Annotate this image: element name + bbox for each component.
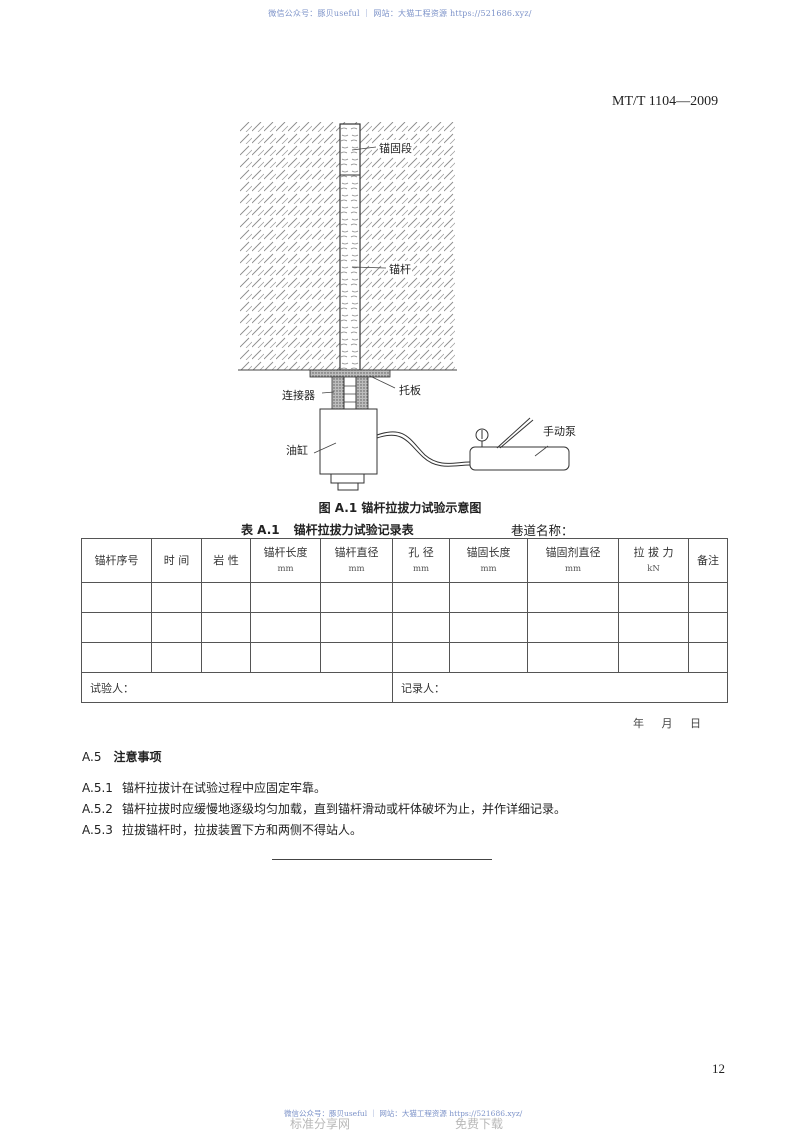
table-cell [201,642,251,673]
hand-pump [469,446,570,471]
anchor-pullout-test-diagram [238,122,570,491]
label-oil-cylinder: 油缸 [286,444,308,457]
col-header: 岩 性 [201,538,251,583]
table-cell [688,582,728,613]
table-cell [201,582,251,613]
date-label: 年 月 日 [633,717,701,730]
watermark-bottom-right: 免费下载 [455,1117,504,1131]
end-of-document-rule [272,859,492,860]
table-caption-id: 表 A.1 [241,523,280,537]
watermark-bottom: 微信公众号：豚贝useful ｜ 网站：大猫工程资源 https://52168… [284,1109,523,1118]
figure-caption: 图 A.1 锚杆拉拔力试验示意图 [318,501,482,515]
table-cell [201,612,251,643]
label-connector: 连接器 [282,389,315,402]
tester-field: 试验人： [81,672,393,703]
oil-cylinder [319,408,378,475]
label-anchor-bolt: 锚杆 [388,261,412,277]
table-cell [81,612,152,643]
table-caption-title: 锚杆拉拔力试验记录表 [293,523,414,537]
label-plate: 托板 [399,384,421,397]
table-row [81,582,728,613]
table-cell [618,642,689,673]
section-number: A.5 [82,750,102,764]
standard-number: MT/T 1104—2009 [612,94,719,109]
col-header: 时 间 [151,538,202,583]
table-caption: 表 A.1 锚杆拉拔力试验记录表 [241,521,414,538]
table-cell [449,642,528,673]
table-cell [688,642,728,673]
section-title: 注意事项 [113,750,162,764]
table-cell [618,582,689,613]
table-cell [392,612,450,643]
table-cell [392,582,450,613]
col-header: 备注 [688,538,728,583]
table-cell [320,642,393,673]
table-cell [81,582,152,613]
page-number: 12 [712,1061,725,1076]
table-row [81,612,728,643]
label-hand-pump: 手动泵 [543,425,576,438]
table-cell [527,612,619,643]
table-row [81,642,728,673]
table-cell [618,612,689,643]
table-cell [527,642,619,673]
table-cell [250,612,321,643]
table-cell [449,612,528,643]
table-cell [151,582,202,613]
roadway-name-label: 巷道名称： [511,523,574,538]
label-anchorage-section: 锚固段 [378,140,413,156]
table-cell [449,582,528,613]
table-cell [151,612,202,643]
table-cell [320,612,393,643]
recorder-field: 记录人： [392,672,728,703]
signature-row: 试验人： 记录人： [81,672,728,703]
watermark-top: 微信公众号：豚贝useful ｜ 网站：大猫工程资源 https://52168… [268,9,532,18]
table-cell [688,612,728,643]
table-cell [81,642,152,673]
connector [331,376,345,411]
table-cell [250,642,321,673]
table-cell [392,642,450,673]
watermark-bottom-left: 标准分享网 [290,1117,351,1131]
table-cell [527,582,619,613]
table-cell [320,582,393,613]
table-cell [250,582,321,613]
col-header: 锚杆序号 [81,538,152,583]
table-cell [151,642,202,673]
plate [309,369,391,378]
section-heading: A.5 注意事项 [82,748,161,765]
